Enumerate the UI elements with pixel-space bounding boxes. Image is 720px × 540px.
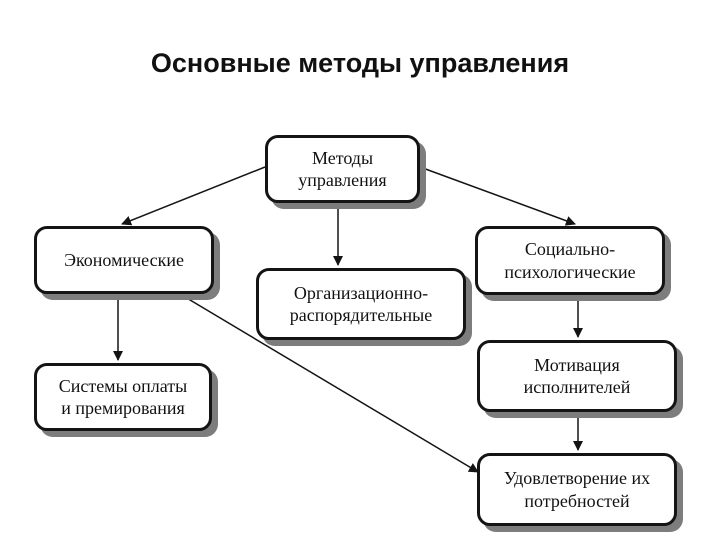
node-label: распорядительные (289, 305, 433, 325)
node-label: потребностей (524, 490, 630, 511)
node-label: Социально- (524, 239, 616, 259)
node-needs-satisfaction: Удовлетворение их потребностей (477, 453, 677, 526)
node-economic: Экономические (34, 226, 214, 294)
edge-economic-to-satisfaction (179, 293, 479, 473)
edge-root-to-social (419, 166, 576, 226)
node-label: исполнителей (523, 377, 631, 397)
node-label: Методы (311, 147, 374, 168)
node-social-psychological: Социально- психологические (475, 226, 665, 295)
node-label: Удовлетворение их (503, 468, 651, 488)
node-payment-systems: Системы оплаты и премирования (34, 363, 212, 431)
node-label: Организационно- (293, 282, 429, 303)
node-label: психологические (504, 261, 636, 282)
node-management-methods: Методы управления (265, 135, 420, 203)
edge-root-to-economic (121, 166, 266, 226)
page-title: Основные методы управления (150, 48, 570, 78)
node-label: Системы оплаты (58, 375, 188, 396)
node-label: управления (298, 170, 387, 190)
node-motivation: Мотивация исполнителей (477, 340, 677, 412)
node-label: и премирования (61, 398, 185, 418)
node-label: Экономические (64, 249, 184, 270)
node-label: Мотивация (534, 354, 620, 375)
node-organizational: Организационно- распорядительные (256, 268, 466, 340)
